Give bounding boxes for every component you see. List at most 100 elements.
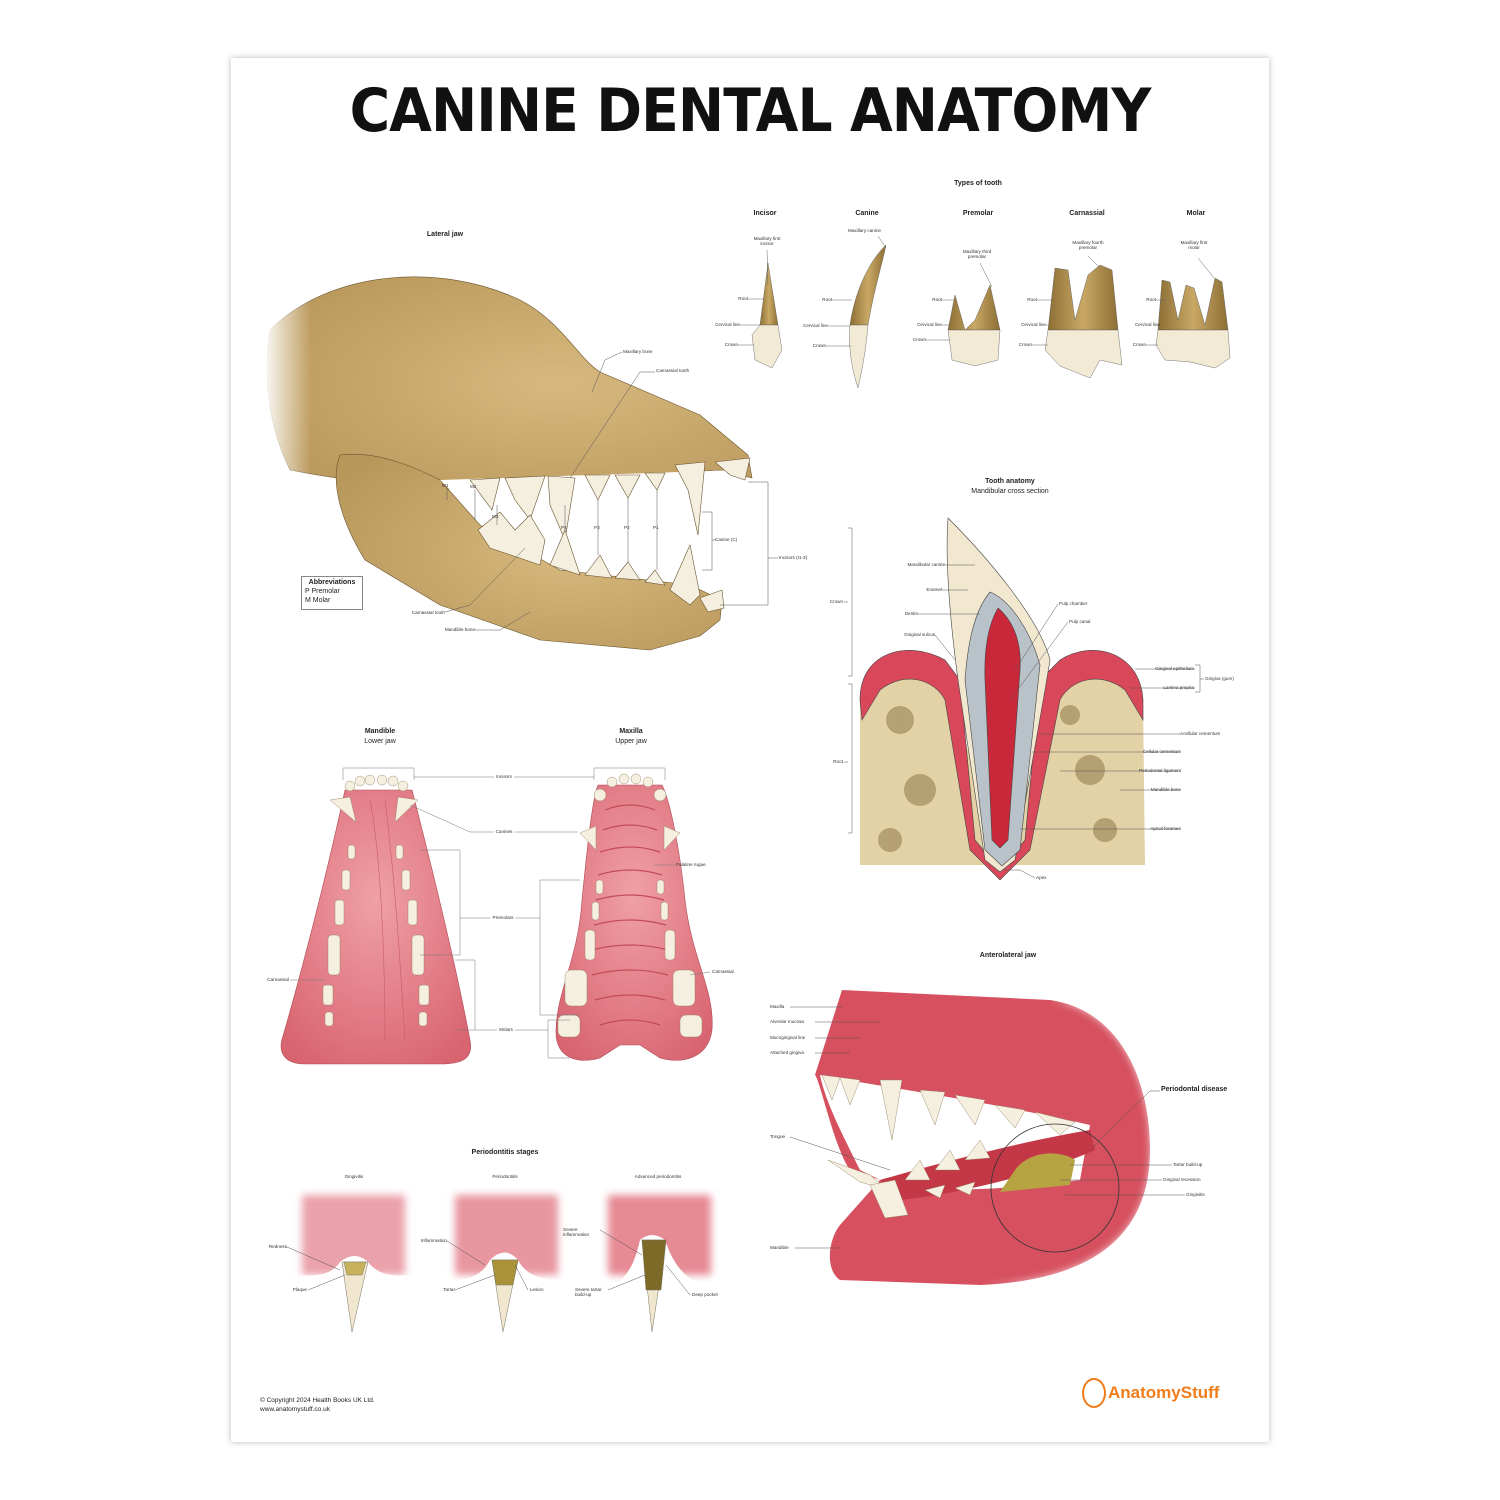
label-canines: Canines: [493, 829, 515, 834]
anterolateral-jaw-illustration: [789, 990, 1185, 1285]
label-mandible: Mandible: [770, 1245, 789, 1250]
anterolateral-jaw-title: Anterolateral jaw: [979, 952, 1037, 959]
tooth-anatomy-title: Tooth anatomy: [985, 478, 1035, 485]
label-incisors: Incisors (I1-3): [779, 555, 808, 560]
tooth-code: P3: [594, 525, 600, 530]
label-tongue: Tongue: [770, 1134, 786, 1139]
periodontitis-stages-illustration: [286, 1195, 713, 1333]
label-dentin: Dentin: [904, 611, 918, 616]
label-tartar-buildup: Tartar build-up: [1173, 1162, 1203, 1167]
label-enamel: Enamel: [926, 587, 942, 592]
label-mucogingival-line: Mucogingival line: [770, 1035, 806, 1040]
canine-root: Root: [822, 297, 832, 302]
label-gingival-recession: Gingival recession: [1163, 1177, 1201, 1182]
premolar-heading: Premolar: [962, 210, 994, 217]
carnassial-label: Maxillary fourth premolar: [1072, 240, 1104, 250]
label-maxilla: Maxilla: [770, 1004, 785, 1009]
label-alveolar-mucosa: Alveolar mucosa: [770, 1019, 804, 1024]
label-acellular-cementum: Acellular cementum: [1180, 731, 1221, 736]
label-lesion: Lesion: [530, 1287, 544, 1292]
tooth-code: M3: [492, 514, 499, 519]
label-maxillary-bone: Maxillary bone: [623, 349, 653, 354]
molar-cervical: Cervical line: [1134, 322, 1160, 327]
label-gingivitis: Gingivitis: [1186, 1192, 1205, 1197]
molar-label: Maxillary first molar: [1180, 240, 1208, 250]
canine-crown: Crown: [812, 343, 826, 348]
lateral-jaw-illustration: [262, 260, 778, 651]
tooth-code: P1: [653, 525, 659, 530]
abbreviations-title: Abbreviations: [308, 579, 356, 586]
canine-cervical: Cervical line: [802, 323, 828, 328]
label-apex: Apex: [1036, 875, 1047, 880]
label-deep-pocket: Deep pocket: [692, 1292, 718, 1297]
mandible-subtitle: Lower jaw: [364, 738, 396, 745]
premolar-root: Root: [932, 297, 942, 302]
stage-advanced-periodontitis: Advanced periodontitis: [634, 1174, 682, 1179]
label-gingival-sulcus: Gingival sulcus: [904, 632, 935, 637]
periodontitis-title: Periodontitis stages: [471, 1149, 539, 1156]
molar-root: Root: [1146, 297, 1156, 302]
label-severe-tartar: Severe tartar build-up: [575, 1287, 602, 1297]
label-premolars: Premolars: [490, 915, 516, 920]
page-title: CANINE DENTAL ANATOMY: [349, 76, 1152, 146]
stage-periodontitis: Periodontitis: [492, 1174, 518, 1179]
incisor-root: Root: [738, 296, 748, 301]
premolar-crown: Crown: [912, 337, 926, 342]
label-gingival-epithelium: Gingival epithelium: [1155, 666, 1194, 671]
carnassial-crown: Crown: [1018, 342, 1032, 347]
label-palatine-rugae: Palatine rugae: [676, 862, 706, 867]
carnassial-root: Root: [1027, 297, 1037, 302]
label-plaque: Plaque: [292, 1287, 307, 1292]
tooth-code: M1: [442, 483, 449, 488]
abbreviation-item: P Premolar: [305, 588, 340, 595]
label-incisors: Incisors: [494, 774, 514, 779]
label-lamina-propria: Lamina propria: [1163, 685, 1194, 690]
lateral-jaw-title: Lateral jaw: [426, 231, 464, 238]
label-severe-inflammation: Severe inflammation: [563, 1227, 590, 1237]
types-of-tooth-illustration: [738, 235, 1231, 389]
jaws-occlusal-illustration: [280, 767, 713, 1065]
copyright-text: © Copyright 2024 Health Books UK Ltd.: [260, 1397, 375, 1404]
label-mandible-bone: Mandible bone: [444, 627, 475, 632]
tooth-anatomy-illustration: [844, 517, 1204, 881]
tooth-code: P4: [561, 525, 567, 530]
label-canine: Canine (C): [715, 537, 738, 542]
tooth-code: P2: [624, 525, 630, 530]
molar-heading: Molar: [1186, 210, 1206, 217]
label-molars: Molars: [497, 1027, 515, 1032]
premolar-label: Maxillary third premolar: [962, 249, 992, 259]
bracket-crown: Crown: [829, 599, 843, 604]
canine-label: Maxillary canine: [848, 228, 881, 233]
maxilla-subtitle: Upper jaw: [615, 738, 647, 745]
logo-text: AnatomyStuff: [1108, 1383, 1220, 1402]
label-carnassial-upper: Carnassial tooth: [656, 368, 690, 373]
label-redness: Redness: [268, 1244, 287, 1249]
website-link[interactable]: www.anatomystuff.co.uk: [260, 1406, 330, 1413]
abbreviations-box: Abbreviations P Premolar M Molar: [301, 576, 363, 610]
incisor-heading: Incisor: [753, 210, 777, 217]
label-gingiva: Gingiva (gum): [1205, 676, 1234, 681]
carnassial-cervical: Cervical line: [1020, 322, 1046, 327]
callout-periodontal-disease: Periodontal disease: [1161, 1086, 1228, 1093]
maxilla-title: Maxilla: [619, 728, 643, 735]
mandible-title: Mandible: [364, 728, 396, 735]
bracket-root: Root: [833, 759, 843, 764]
label-mandibular-canine: Mandibular canine: [907, 562, 945, 567]
canine-heading: Canine: [855, 210, 879, 217]
molar-crown: Crown: [1132, 342, 1146, 347]
incisor-label: Maxillary first incisor: [753, 236, 781, 246]
logo-mark-icon: [1082, 1378, 1106, 1408]
label-inflammation: Inflammation: [420, 1238, 447, 1243]
label-mandible-bone: Mandible bone: [1150, 787, 1181, 792]
tooth-anatomy-subtitle: Mandibular cross section: [971, 488, 1049, 495]
abbreviation-item: M Molar: [305, 597, 331, 604]
footer: © Copyright 2024 Health Books UK Ltd. ww…: [260, 1396, 375, 1414]
label-tartar: Tartar: [443, 1287, 455, 1292]
incisor-cervical: Cervical line: [714, 322, 740, 327]
label-apical-foramen: Apical foramen: [1150, 826, 1181, 831]
label-cellular-cementum: Cellular cementum: [1142, 749, 1181, 754]
premolar-cervical: Cervical line: [916, 322, 942, 327]
label-carnassial-lower: Carnassial tooth: [411, 610, 445, 615]
label-pulp-canal: Pulp canal: [1069, 619, 1091, 624]
